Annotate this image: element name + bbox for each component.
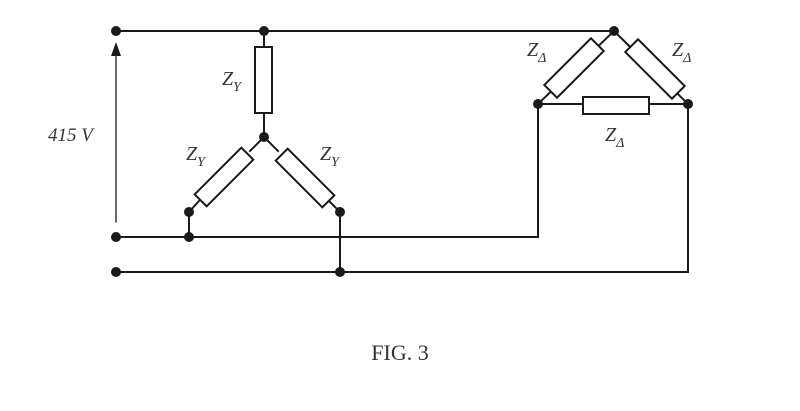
voltage-arrow <box>111 42 121 223</box>
delta-load: ZΔ ZΔ ZΔ <box>527 29 691 273</box>
delta-resistor-bottom <box>582 96 650 115</box>
delta-resistor-right <box>623 37 687 101</box>
star-impedance-label-left: ZY <box>186 143 207 170</box>
star-point-node <box>259 132 269 142</box>
terminal-node-1 <box>111 26 121 36</box>
voltage-label: 415 V <box>48 125 95 146</box>
delta-impedance-label-right: ZΔ <box>672 39 691 66</box>
star-resistor-top <box>254 46 273 114</box>
terminal-node-3 <box>111 267 121 277</box>
star-load: ZY ZY ZY <box>186 30 342 273</box>
delta-resistor-left <box>542 36 606 100</box>
junction-node <box>335 207 345 217</box>
delta-impedance-label-bottom: ZΔ <box>605 124 624 151</box>
junction-node <box>533 99 543 109</box>
junction-node <box>184 207 194 217</box>
star-impedance-label-right: ZY <box>320 143 341 170</box>
star-impedance-label-top: ZY <box>222 68 243 95</box>
terminal-node-2 <box>111 232 121 242</box>
junction-node <box>683 99 693 109</box>
junction-node <box>335 267 345 277</box>
star-resistor-left <box>193 146 255 208</box>
junction-node <box>609 26 619 36</box>
junction-node <box>259 26 269 36</box>
delta-impedance-label-left: ZΔ <box>527 39 546 66</box>
star-resistor-right <box>274 147 336 209</box>
junction-node <box>184 232 194 242</box>
junction-nodes <box>111 26 693 277</box>
figure-caption: FIG. 3 <box>371 340 429 365</box>
circuit-diagram: 415 V ZY ZY ZY ZΔ ZΔ ZΔ <box>48 26 693 277</box>
